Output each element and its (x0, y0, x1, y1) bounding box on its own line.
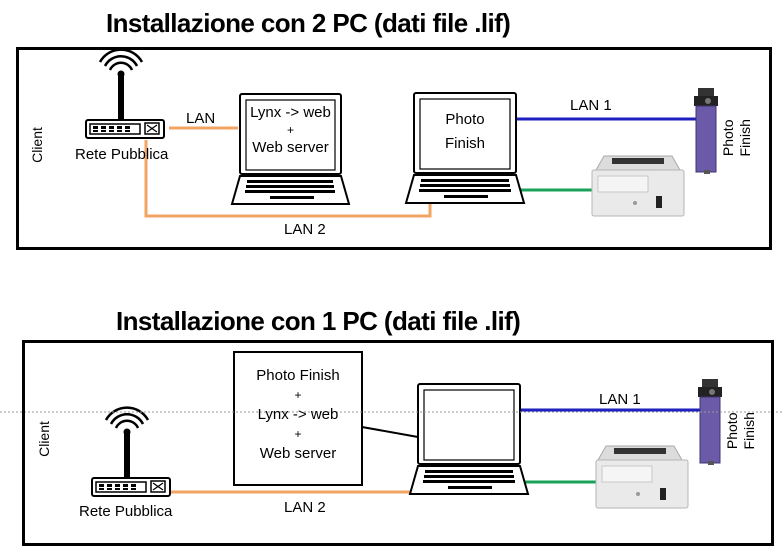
d1-laptop1-icon (230, 93, 351, 205)
d1-laptop2-line1: Photo (445, 111, 485, 128)
d1-lan-label: LAN (186, 110, 216, 127)
d2-router-label: Rete Pubblica (79, 503, 173, 520)
d2-laptop-icon (408, 383, 530, 495)
d2-printer-icon (595, 445, 689, 509)
d2-box-line1: Photo Finish (256, 367, 340, 384)
d1-laptop1-line3: Web server (252, 139, 329, 157)
d2-box-connector (361, 426, 419, 438)
d2-box-line3: Lynx -> web (257, 406, 339, 424)
d1-laptop2-line2: Finish (444, 135, 485, 152)
d1-lan2-cable (144, 140, 432, 218)
d1-lan2-label: LAN 2 (284, 221, 326, 238)
d1-laptop1-line2: + (286, 122, 294, 137)
d2-camera-icon (698, 379, 722, 465)
d1-laptop2-icon (404, 92, 526, 204)
d1-laptop1-line1: Lynx -> web (250, 104, 331, 121)
d1-laptop2-text: Photo Finish (420, 108, 510, 156)
d1-camera-label-line1: Photo (719, 119, 736, 157)
d2-client-label: Client (35, 421, 52, 457)
d2-software-box (233, 351, 363, 486)
diagram1-panel (16, 47, 772, 250)
d1-camera-label-line2: Finish (736, 119, 753, 157)
diagram2-title: Installazione con 1 PC (dati file .lif) (116, 306, 521, 336)
d1-laptop1-text: Lynx -> web + Web server (246, 103, 335, 158)
d2-lan2-label: LAN 2 (284, 499, 326, 516)
d1-camera-icon (694, 88, 718, 174)
d1-router-label: Rete Pubblica (75, 146, 169, 163)
d2-lan1-label: LAN 1 (599, 391, 641, 408)
d2-box-line4: + (294, 426, 302, 441)
d2-router-icon (91, 406, 171, 497)
d1-printer-icon (591, 155, 685, 217)
diagram2-panel (22, 340, 774, 546)
diagram1-title: Installazione con 2 PC (dati file .lif) (106, 8, 511, 38)
d1-camera-label: Photo Finish (720, 119, 754, 156)
d2-box-text: Photo Finish + Lynx -> web + Web server (236, 365, 360, 465)
d1-router-icon (85, 48, 165, 139)
d2-camera-label: Photo Finish (724, 412, 758, 449)
d2-box-line5: Web server (259, 445, 337, 463)
d1-lan1-label: LAN 1 (570, 97, 612, 114)
d2-box-line2: + (294, 387, 302, 402)
d2-camera-label-line2: Finish (740, 412, 757, 450)
d2-camera-label-line1: Photo (723, 412, 740, 450)
d1-client-label: Client (28, 127, 45, 163)
